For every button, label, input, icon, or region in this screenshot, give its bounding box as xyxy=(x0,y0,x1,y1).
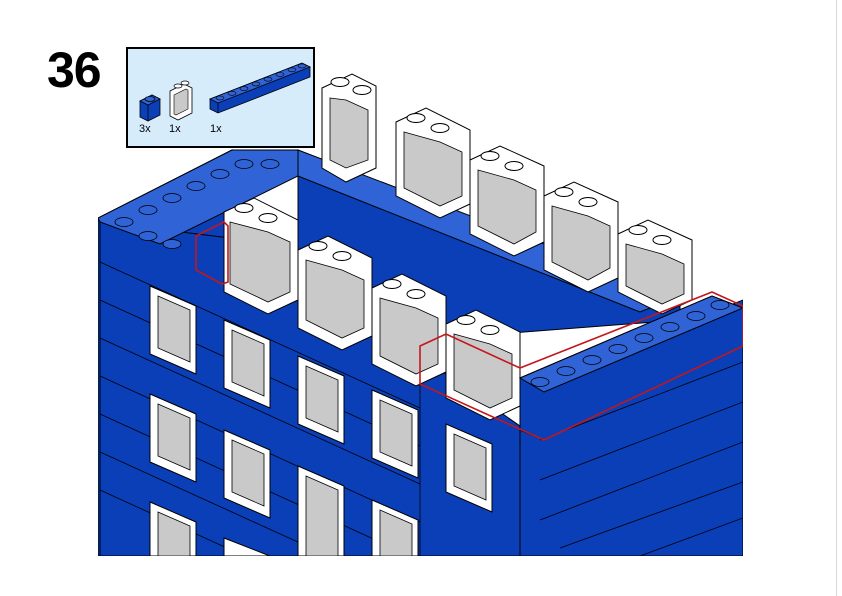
window xyxy=(223,537,271,556)
part-quantity-1x1-brick: 3x xyxy=(139,123,151,135)
window xyxy=(371,389,419,479)
window-frame-top xyxy=(543,181,619,293)
step-number: 36 xyxy=(47,42,102,98)
window-frame-new xyxy=(445,309,521,421)
window xyxy=(149,501,197,556)
window xyxy=(149,285,197,375)
part-quantity-window-frame: 1x xyxy=(169,123,181,135)
window xyxy=(223,429,271,519)
window-frame-top xyxy=(469,145,545,257)
white-window-frame-icon xyxy=(169,80,193,121)
window xyxy=(223,319,271,409)
window xyxy=(297,355,345,445)
window-frame-top xyxy=(321,73,377,183)
window-frame-new xyxy=(371,273,447,387)
window xyxy=(149,393,197,483)
blue-1x8-brick-icon xyxy=(209,62,311,114)
new-parts-highlight xyxy=(195,221,743,441)
blue-1x1-brick-icon xyxy=(139,94,161,122)
window xyxy=(297,465,345,556)
window xyxy=(371,499,419,556)
window-frame-new xyxy=(297,235,373,351)
page-edge-line xyxy=(836,0,837,596)
window xyxy=(445,423,493,513)
parts-list-box: 3x 1x 1x xyxy=(126,47,315,148)
part-quantity-1x8-brick: 1x xyxy=(210,123,222,135)
window-frame-new xyxy=(223,197,299,315)
window-frame-top xyxy=(395,107,471,219)
